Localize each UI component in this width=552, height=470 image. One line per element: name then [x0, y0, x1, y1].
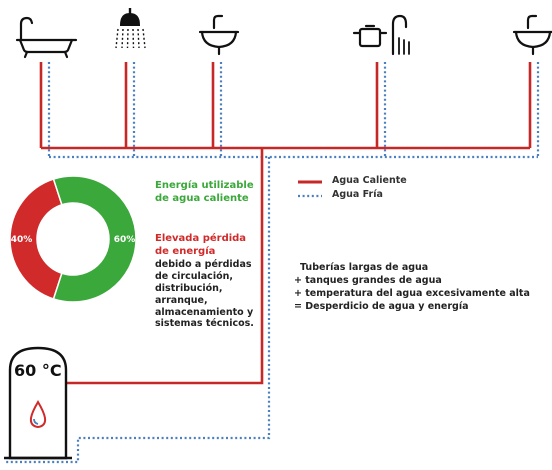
water-drop-icon — [29, 400, 47, 429]
problems-title: Tuberías largas de agua — [300, 262, 429, 273]
bathtub-icon — [15, 16, 78, 59]
sink-icon — [198, 14, 240, 56]
sink-icon — [512, 14, 552, 56]
problems-item: + tanques grandes de agua — [294, 275, 442, 286]
donut-slice — [52, 175, 137, 303]
problems-item: + temperatura del agua excesivamente alt… — [294, 288, 530, 299]
stove-pot-faucet-icon — [352, 14, 410, 56]
hot-water-pipes — [38, 62, 532, 385]
energy-loss-title: Elevada pérdida de energía — [155, 233, 247, 257]
donut-slice — [9, 178, 63, 300]
cold-water-pipes — [4, 62, 540, 464]
cold-water-legend-label: Agua Fría — [332, 189, 383, 200]
problems-item: = Desperdicio de agua y energía — [294, 301, 469, 312]
hot-water-legend-label: Agua Caliente — [332, 175, 407, 186]
usable-energy-title: Energía utilizable de agua caliente — [155, 180, 254, 204]
heater-temperature: 60 °C — [14, 361, 62, 380]
energy-loss-description: debido a pérdidas de circulación, distri… — [155, 259, 254, 330]
donut-slice-label: 60% — [114, 235, 136, 245]
energy-donut-chart: 40% 60% — [9, 175, 137, 303]
donut-slice-label: 40% — [11, 235, 33, 245]
shower-icon — [115, 8, 146, 49]
